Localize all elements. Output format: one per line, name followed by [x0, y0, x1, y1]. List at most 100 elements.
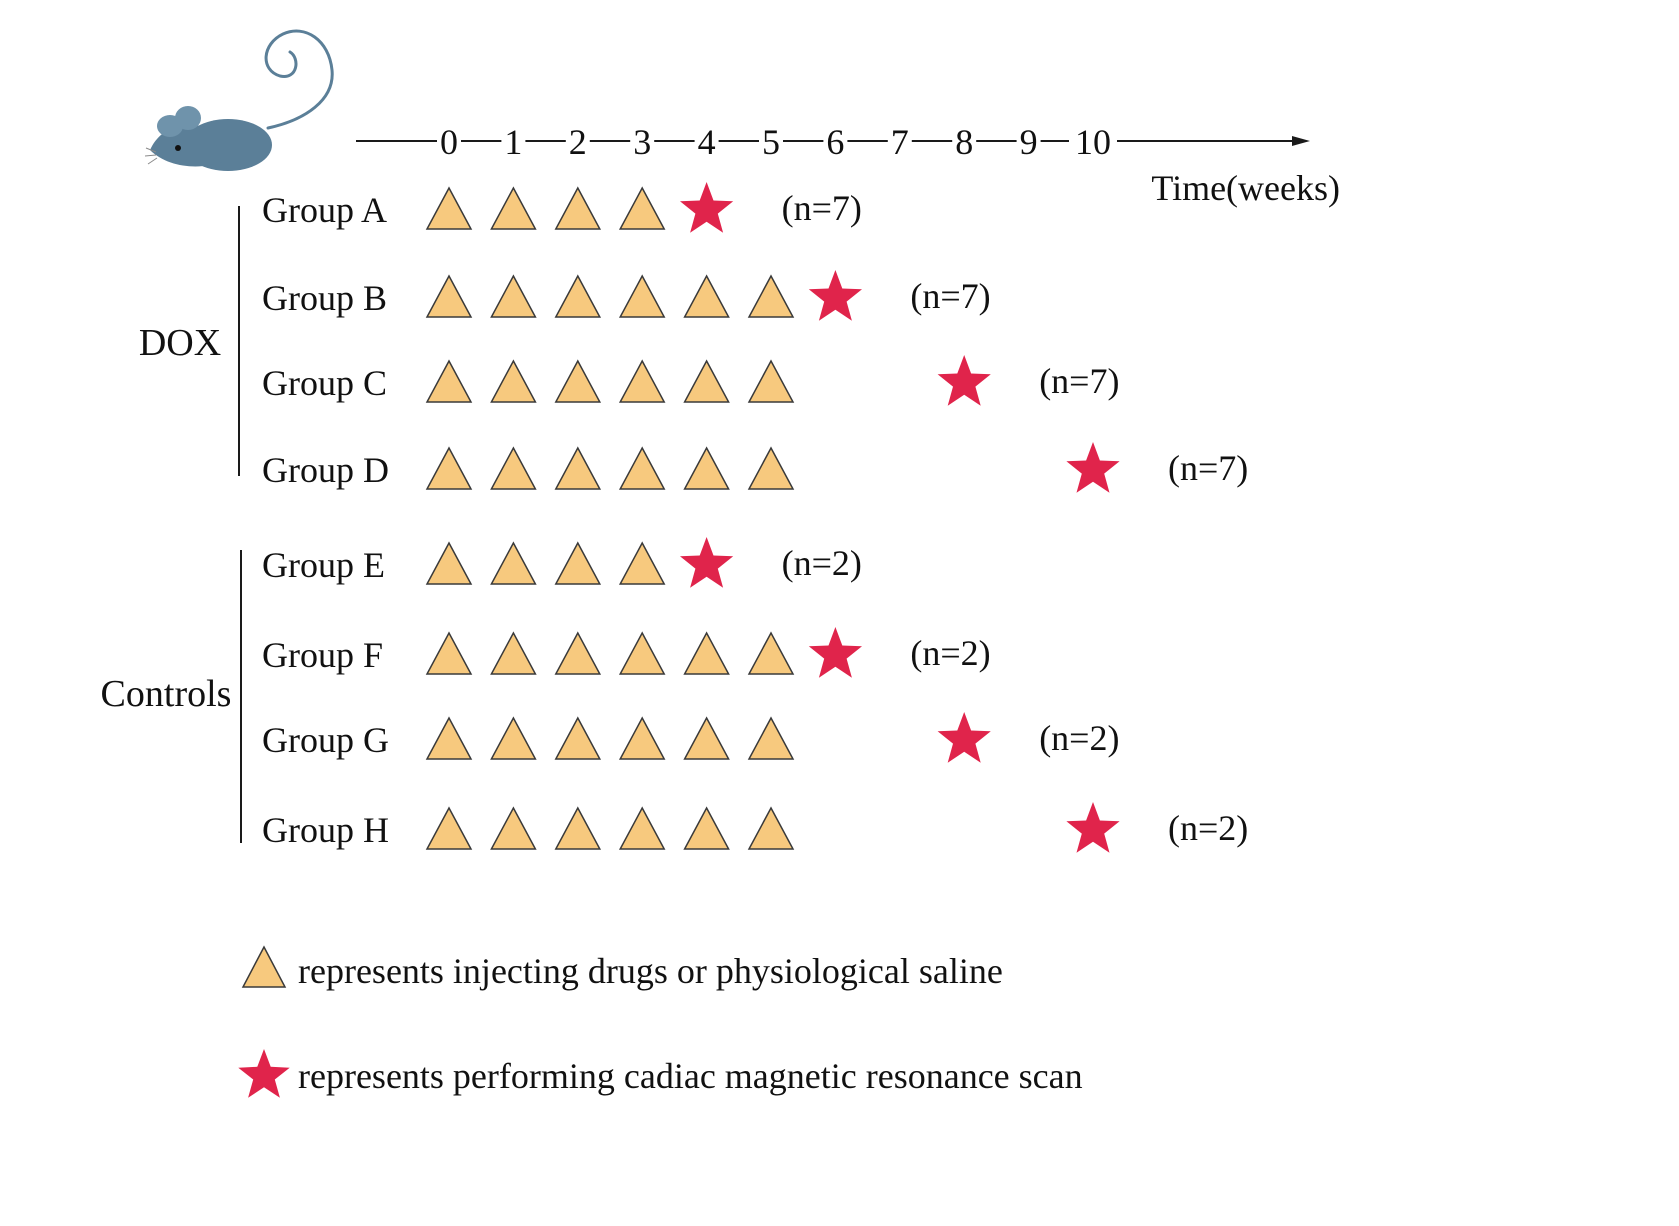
injection-triangle-icon — [425, 631, 473, 675]
category-label-dox: DOX — [139, 322, 221, 364]
axis-tick-label: 5 — [762, 122, 780, 162]
injection-triangle-icon — [618, 541, 666, 585]
scan-star-icon — [680, 537, 734, 588]
injection-triangle-icon — [554, 359, 602, 403]
scan-star-icon — [1066, 442, 1120, 493]
injection-triangle-icon — [683, 274, 730, 318]
axis-tick-label: 3 — [633, 122, 651, 162]
injection-triangle-icon — [683, 806, 730, 850]
group-row-b: Group B (n=7) — [262, 270, 991, 321]
legend-triangle-icon — [241, 945, 287, 988]
group-label: Group D — [262, 450, 389, 490]
injection-triangle-icon — [747, 446, 795, 490]
injection-triangle-icon — [618, 274, 666, 318]
axis-tick-label: 4 — [698, 122, 716, 162]
injection-triangle-icon — [747, 631, 795, 675]
axis-arrowhead — [1292, 136, 1310, 146]
injection-triangle-icon — [425, 541, 473, 585]
injection-triangle-icon — [618, 806, 666, 850]
injection-triangle-icon — [425, 446, 473, 490]
axis-tick-label: 0 — [440, 122, 458, 162]
injection-triangle-icon — [554, 541, 602, 585]
legend-injection-text: represents injecting drugs or physiologi… — [298, 951, 1003, 991]
injection-triangle-icon — [618, 359, 666, 403]
group-label: Group E — [262, 545, 385, 585]
sample-size-label: (n=7) — [1168, 448, 1248, 488]
axis-tick-label: 10 — [1075, 122, 1111, 162]
scan-star-icon — [937, 355, 991, 406]
injection-triangle-icon — [747, 359, 795, 403]
group-row-c: Group C (n=7) — [262, 355, 1119, 406]
scan-star-icon — [808, 270, 862, 321]
axis-tick-label: 8 — [955, 122, 973, 162]
group-row-g: Group G(n=2) — [262, 712, 1119, 763]
group-label: Group C — [262, 363, 387, 403]
mouse-icon — [144, 29, 334, 171]
legend-star-icon — [238, 1049, 290, 1098]
injection-triangle-icon — [683, 716, 730, 760]
legend: represents injecting drugs or physiologi… — [238, 945, 1083, 1098]
injection-triangle-icon — [618, 631, 666, 675]
group-label: Group B — [262, 278, 387, 318]
timeline-axis: 0 1 2 3 4 5 6 7 8 9 10 Time(weeks) — [356, 122, 1340, 208]
injection-triangle-icon — [490, 359, 537, 403]
injection-triangle-icon — [554, 446, 602, 490]
axis-tick-label: 2 — [569, 122, 587, 162]
axis-tick-label: 6 — [826, 122, 844, 162]
injection-triangle-icon — [554, 806, 602, 850]
mouse-tail — [264, 29, 334, 130]
legend-scan-text: represents performing cadiac magnetic re… — [298, 1056, 1083, 1096]
injection-triangle-icon — [747, 806, 795, 850]
injection-triangle-icon — [618, 186, 666, 230]
category-label-controls: Controls — [101, 673, 232, 715]
group-row-d: Group D (n=7) — [262, 442, 1248, 493]
group-row-e: Group E (n=2) — [262, 537, 862, 588]
injection-triangle-icon — [490, 631, 537, 675]
scan-star-icon — [937, 712, 991, 763]
injection-triangle-icon — [554, 716, 602, 760]
group-label: Group H — [262, 810, 389, 850]
mouse-eye — [175, 145, 181, 151]
group-label: Group A — [262, 190, 387, 230]
injection-triangle-icon — [618, 446, 666, 490]
scan-star-icon — [680, 182, 734, 233]
axis-unit-label: Time(weeks) — [1151, 168, 1340, 208]
injection-triangle-icon — [490, 806, 537, 850]
sample-size-label: (n=2) — [910, 633, 990, 673]
sample-size-label: (n=2) — [782, 543, 862, 583]
mouse-ear — [175, 106, 201, 130]
injection-triangle-icon — [747, 716, 795, 760]
scan-star-icon — [1066, 802, 1120, 853]
injection-triangle-icon — [425, 186, 473, 230]
injection-triangle-icon — [554, 274, 602, 318]
injection-triangle-icon — [490, 186, 537, 230]
injection-triangle-icon — [425, 716, 473, 760]
injection-triangle-icon — [554, 631, 602, 675]
group-row-h: Group H (n=2) — [262, 802, 1248, 853]
sample-size-label: (n=7) — [910, 276, 990, 316]
group-row-f: Group F (n=2) — [262, 627, 991, 678]
sample-size-label: (n=7) — [782, 188, 862, 228]
injection-triangle-icon — [618, 716, 666, 760]
axis-tick-label: 1 — [504, 122, 522, 162]
injection-triangle-icon — [490, 274, 537, 318]
mouse-whiskers — [144, 147, 158, 165]
injection-triangle-icon — [490, 716, 537, 760]
axis-tick-label: 9 — [1020, 122, 1038, 162]
injection-triangle-icon — [683, 446, 730, 490]
injection-triangle-icon — [747, 274, 795, 318]
injection-triangle-icon — [425, 274, 473, 318]
sample-size-label: (n=2) — [1039, 718, 1119, 758]
injection-triangle-icon — [554, 186, 602, 230]
injection-triangle-icon — [683, 359, 730, 403]
injection-triangle-icon — [425, 806, 473, 850]
sample-size-label: (n=2) — [1168, 808, 1248, 848]
injection-triangle-icon — [425, 359, 473, 403]
axis-tick-label: 7 — [891, 122, 909, 162]
sample-size-label: (n=7) — [1039, 361, 1119, 401]
group-label: Group F — [262, 635, 383, 675]
injection-triangle-icon — [683, 631, 730, 675]
injection-triangle-icon — [490, 541, 537, 585]
injection-triangle-icon — [490, 446, 537, 490]
